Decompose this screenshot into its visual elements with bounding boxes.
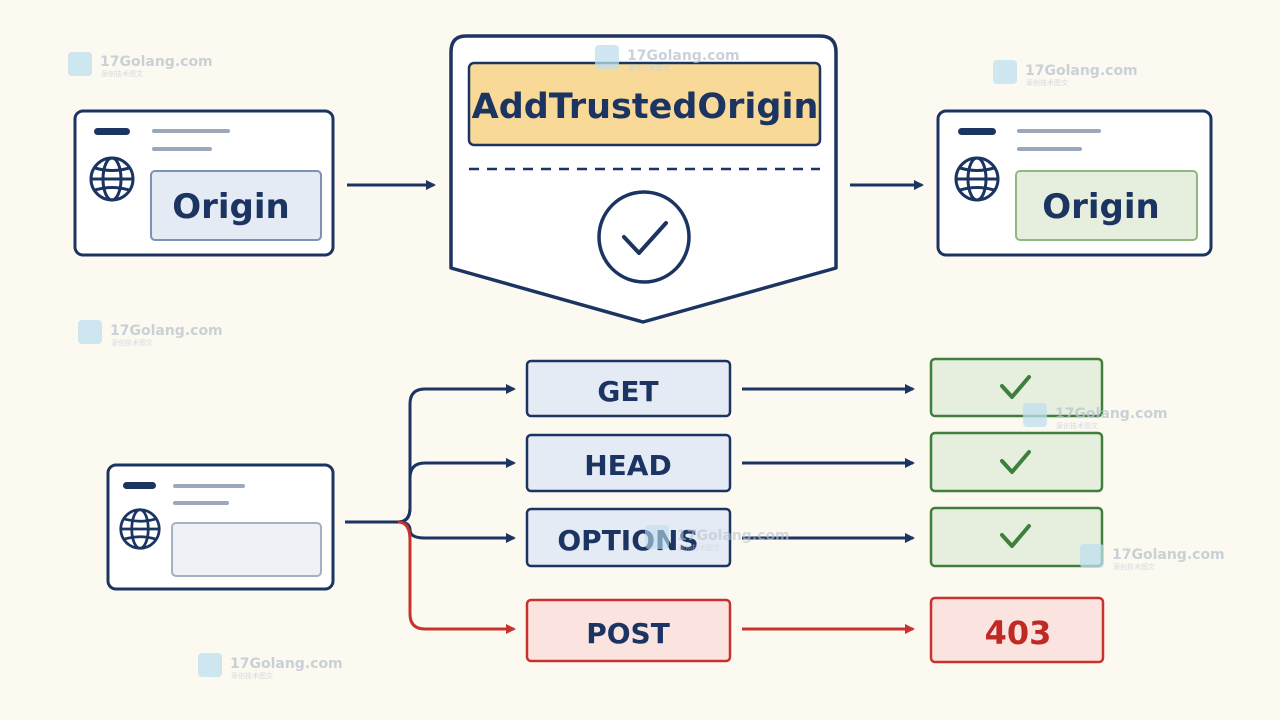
method-head: HEAD [525,433,732,493]
svg-text:源创技术图文: 源创技术图文 [1026,78,1068,87]
check-icon [597,190,691,284]
branch-connectors [345,384,516,634]
trusted-origin-field [1015,170,1198,241]
method-label: POST [586,617,670,650]
method-label: HEAD [584,449,671,482]
svg-text:源创技术图文: 源创技术图文 [111,338,153,347]
svg-text:17Golang.com: 17Golang.com [677,528,790,544]
method-label: GET [597,375,658,408]
check-icon [1000,375,1031,399]
middleware-title-box [467,61,822,147]
svg-text:17Golang.com: 17Golang.com [1055,406,1168,422]
watermark: 17Golang.com 源创技术图文 [645,525,790,552]
svg-text:源创技术图文: 源创技术图文 [678,543,720,552]
watermark: 17Golang.com 源创技术图文 [1080,544,1225,571]
watermark: 17Golang.com 源创技术图文 [1023,403,1168,430]
method-post: POST [525,598,732,663]
result-get-allowed [929,357,1104,418]
watermark: 17Golang.com 源创技术图文 [993,60,1138,87]
watermark: 17Golang.com 源创技术图文 [78,320,223,347]
watermark: 17Golang.com 源创技术图文 [595,45,740,72]
request-card [106,463,335,591]
trusted-origin-label: Origin [1042,187,1160,227]
svg-text:17Golang.com: 17Golang.com [110,323,223,339]
svg-text:17Golang.com: 17Golang.com [1112,547,1225,563]
svg-text:源创技术图文: 源创技术图文 [231,671,273,680]
result-options-allowed [929,506,1104,568]
check-icon [1000,450,1031,474]
method-options: OPTIONS [525,507,732,568]
watermark: 17Golang.com 源创技术图文 [68,52,213,78]
check-icon [1000,524,1031,548]
svg-text:源创技术图文: 源创技术图文 [101,69,143,78]
svg-text:源创技术图文: 源创技术图文 [628,63,670,72]
middleware-shield: AddTrustedOrigin [449,34,838,324]
result-head-allowed [929,431,1104,493]
status-403: 403 [985,614,1052,652]
svg-text:源创技术图文: 源创技术图文 [1113,562,1155,571]
method-label: OPTIONS [557,524,698,557]
svg-text:17Golang.com: 17Golang.com [100,54,213,70]
svg-text:17Golang.com: 17Golang.com [1025,63,1138,79]
svg-text:源创技术图文: 源创技术图文 [1056,421,1098,430]
origin-field [150,170,322,241]
input-origin-card: Origin [73,109,335,257]
middleware-title: AddTrustedOrigin [472,87,819,127]
result-post-forbidden: 403 [929,596,1105,664]
svg-text:17Golang.com: 17Golang.com [627,48,740,64]
method-get: GET [525,359,732,418]
output-origin-card: Origin [936,109,1213,257]
svg-text:17Golang.com: 17Golang.com [230,656,343,672]
empty-origin-field [171,522,322,577]
watermark: 17Golang.com 源创技术图文 [198,653,343,680]
origin-label: Origin [172,187,290,227]
